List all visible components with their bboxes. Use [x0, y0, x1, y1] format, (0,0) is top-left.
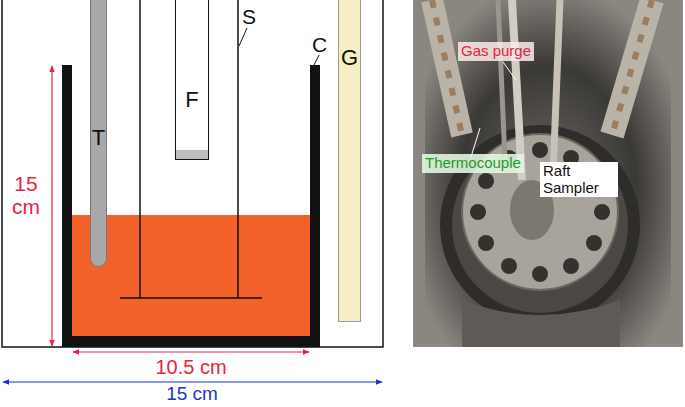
dimension-line — [3, 381, 382, 382]
part-letter: S — [242, 5, 256, 28]
photo-label: Thermocouple — [422, 154, 524, 173]
gas-tube: G — [338, 0, 361, 322]
part-letter: F — [185, 89, 198, 111]
photo-label: Gas purge — [458, 42, 534, 61]
dimension-label: 15 cm — [4, 172, 48, 218]
part-letter: C — [312, 33, 327, 56]
dimension-label: 15 cm — [163, 384, 221, 405]
thermocouple-rod: T — [90, 0, 107, 267]
dimension-label: 10.5 cm — [152, 356, 229, 378]
feed-tube: F — [175, 0, 209, 160]
dimension-line — [73, 351, 309, 352]
photo — [413, 0, 683, 347]
photo-label: Raft Sampler — [540, 162, 618, 197]
leader-line — [239, 28, 247, 46]
melt — [72, 215, 310, 336]
dimension-line — [51, 66, 52, 346]
part-letter: G — [341, 47, 358, 69]
part-letter: T — [92, 127, 105, 149]
leader-line — [314, 55, 319, 65]
